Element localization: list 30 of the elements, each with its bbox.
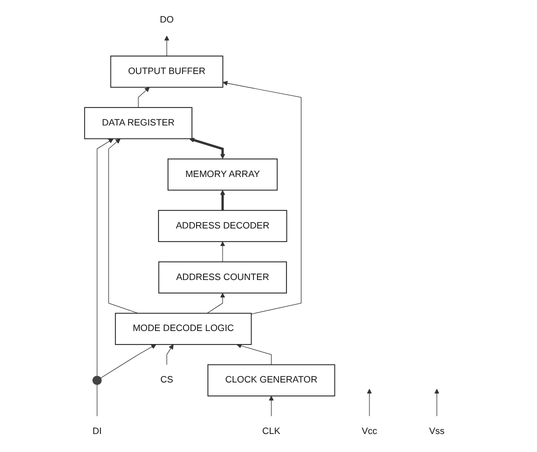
arrow [220, 190, 226, 210]
connector [96, 384, 98, 416]
arrow [206, 292, 226, 314]
node-text: DO [160, 15, 174, 25]
arrow [434, 388, 440, 416]
arrow [100, 344, 156, 378]
arrow [164, 36, 170, 56]
arrow [189, 138, 226, 159]
arrow [222, 80, 302, 314]
arrow [268, 396, 274, 416]
node-box: OUTPUT BUFFER [110, 56, 224, 88]
arrow [108, 138, 138, 314]
node-box: CLOCK GENERATOR [207, 364, 336, 396]
node-box: ADDRESS DECODER [158, 210, 288, 242]
arrow [236, 343, 272, 366]
node-box: MODE DECODE LOGIC [114, 312, 252, 345]
arrow [96, 138, 114, 376]
node-text: Vss [429, 426, 445, 436]
node-box: ADDRESS COUNTER [158, 261, 287, 294]
node-text: CLK [262, 426, 280, 436]
node-text: DI [92, 426, 102, 436]
node-box: DATA REGISTER [84, 107, 192, 140]
arrow [220, 241, 226, 262]
arrow [138, 87, 150, 108]
node-circle [92, 376, 102, 385]
node-text: CS [160, 375, 174, 385]
node-box: MEMORY ARRAY [168, 158, 278, 191]
node-text: Vcc [362, 426, 378, 436]
arrow [366, 388, 372, 416]
arrow [166, 344, 174, 366]
